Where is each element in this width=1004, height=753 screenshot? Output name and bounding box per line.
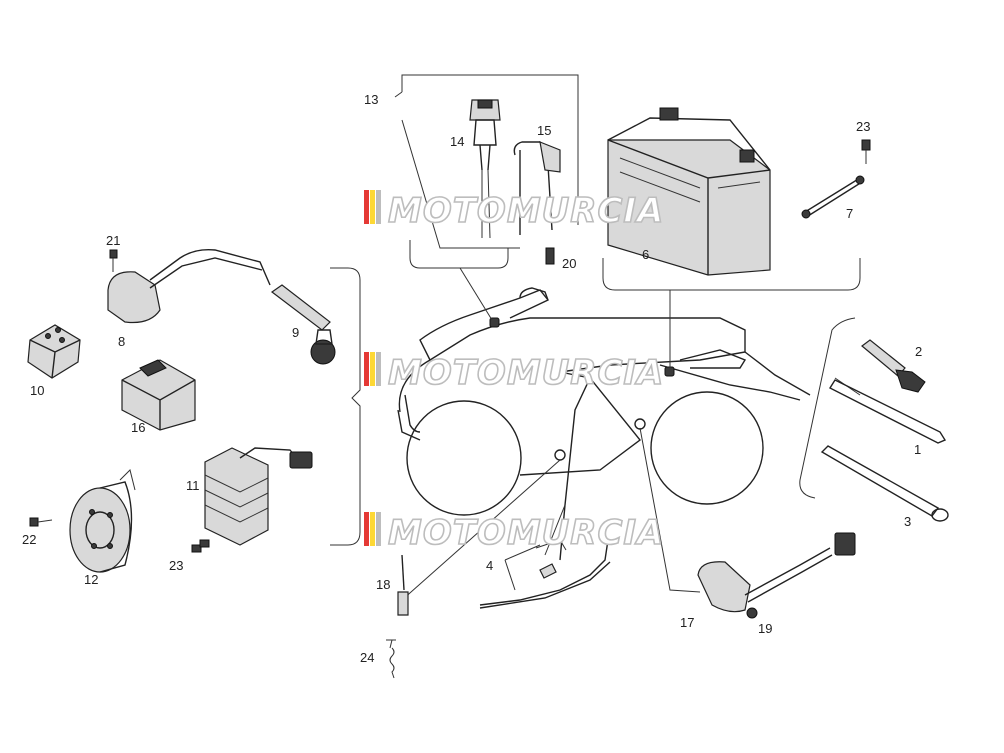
callout-22: 22 (22, 532, 36, 547)
part-21-screw (109, 249, 118, 272)
callout-1: 1 (914, 442, 921, 457)
part-23-screw-top (861, 139, 871, 164)
watermark-top: MOTOMURCIA (364, 190, 664, 232)
callout-15: 15 (537, 123, 551, 138)
callout-12: 12 (84, 572, 98, 587)
part-19-nut (746, 607, 758, 619)
part-14-ignition-switch (469, 99, 501, 239)
callout-24: 24 (360, 650, 374, 665)
watermark-stripe-yellow (370, 512, 375, 546)
part-17-horn (697, 532, 856, 613)
part-24-spring (386, 639, 396, 679)
callout-19: 19 (758, 621, 772, 636)
watermark-text: MOTOMURCIA (388, 191, 664, 231)
watermark-stripe-grey (376, 352, 381, 386)
watermark-text: MOTOMURCIA (388, 353, 664, 393)
callout-4: 4 (486, 558, 493, 573)
callout-8: 8 (118, 334, 125, 349)
callout-6: 6 (642, 247, 649, 262)
callout-3: 3 (904, 514, 911, 529)
callout-21: 21 (106, 233, 120, 248)
callout-11: 11 (186, 478, 200, 493)
watermark-stripe-red (364, 512, 369, 546)
part-2-sensor (861, 339, 926, 393)
watermark-middle: MOTOMURCIA (364, 352, 664, 394)
callout-7: 7 (846, 206, 853, 221)
watermark-stripe-red (364, 352, 369, 386)
watermark-stripe-red (364, 190, 369, 224)
part-10-relay (27, 324, 81, 379)
part-7-cable (801, 175, 865, 219)
watermark-text: MOTOMURCIA (388, 513, 664, 553)
part-6-battery (607, 107, 771, 276)
callout-18: 18 (376, 577, 390, 592)
part-8-coil (107, 248, 271, 324)
callout-20: 20 (562, 256, 576, 271)
callout-14: 14 (450, 134, 464, 149)
group-brackets (330, 74, 861, 546)
callout-10: 10 (30, 383, 44, 398)
part-9-plug-cap (270, 284, 336, 365)
part-22-screw (29, 517, 53, 527)
callout-17: 17 (680, 615, 694, 630)
watermark-stripe-yellow (370, 352, 375, 386)
part-18-sensor (397, 554, 409, 616)
part-15-wire (513, 141, 561, 235)
part-4-cable (479, 539, 611, 609)
callout-23-bottom: 23 (169, 558, 183, 573)
callout-labels: 1 2 3 4 6 7 8 9 10 11 12 13 14 15 16 17 … (22, 92, 922, 665)
callout-13: 13 (364, 92, 378, 107)
watermark-stripe-grey (376, 512, 381, 546)
callout-2: 2 (915, 344, 922, 359)
part-23-screw-bottom (191, 539, 210, 553)
callout-9: 9 (292, 325, 299, 340)
callout-23-top: 23 (856, 119, 870, 134)
callout-16: 16 (131, 420, 145, 435)
part-20-screw (545, 247, 555, 265)
part-1-rod (829, 379, 947, 444)
watermark-stripe-grey (376, 190, 381, 224)
part-16-cdi (121, 359, 196, 431)
watermark-stripe-yellow (370, 190, 375, 224)
part-11-regulator (204, 447, 313, 546)
leader-lines (401, 267, 701, 601)
part-3-rod (820, 445, 949, 522)
part-12-stator (69, 469, 136, 573)
chassis-outline (397, 287, 811, 561)
watermark-bottom: MOTOMURCIA (364, 512, 664, 554)
